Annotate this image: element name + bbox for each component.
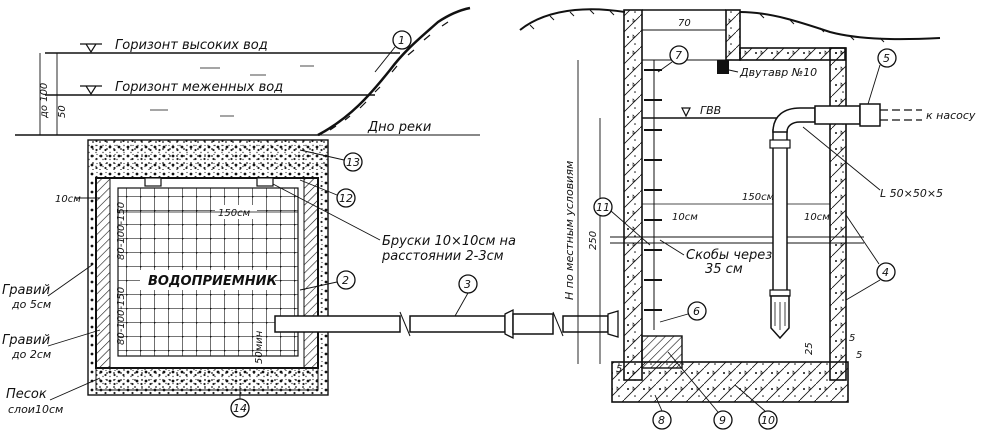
callout-8: 8: [658, 414, 665, 427]
callout-1: [392, 30, 412, 50]
callout-3: 3: [464, 278, 471, 291]
callout-2: 2: [342, 274, 349, 287]
ibeam: [717, 60, 729, 74]
pipe-elbow: [772, 107, 816, 133]
sand-label: Песок: [6, 387, 47, 402]
callout-11: 11: [596, 201, 610, 214]
intake-label: ВОДОПРИЕМНИК: [148, 274, 278, 289]
support-block: [641, 335, 683, 369]
river-bottom-label: Дно реки: [367, 120, 431, 135]
dim-10-a: 10см: [672, 212, 698, 223]
ground-surface-right: [739, 11, 941, 41]
callout-4: 4: [882, 266, 889, 279]
well-right-wall: [829, 47, 847, 381]
ladder-rungs: [644, 69, 662, 311]
pipe-flange: [504, 308, 514, 340]
gravel-2-sub: до 2см: [11, 348, 51, 361]
river-section: Горизонт высоких вод Горизонт меженных в…: [15, 6, 480, 137]
water-marker: [80, 43, 102, 54]
to-pump-label: к насосу: [926, 109, 976, 122]
pipe-seg-4: [562, 315, 609, 333]
dim-5-b: 5: [849, 333, 855, 344]
ibeam-label: Двутавр №10: [739, 66, 817, 79]
callout-5: 5: [883, 52, 890, 65]
callout-1-label: 1: [398, 34, 405, 47]
sand-sub: слои10см: [8, 403, 63, 416]
dim-10-b: 10см: [804, 212, 830, 223]
sand-layer: [95, 367, 319, 391]
bars-label: Бруски 10×10см на: [382, 234, 516, 249]
dim-10cm-left: 10см: [55, 194, 81, 205]
pipe-seg-2: [409, 315, 506, 333]
left-wall: [95, 177, 111, 369]
water-ripples: [150, 65, 314, 117]
well-section: ГВВ Двутавр №10 70 150см 10см 10см: [519, 8, 976, 430]
dim-50: 50: [57, 105, 68, 118]
dim-80-bottom: 80-100-150: [116, 287, 127, 345]
bars-label-2: расстоянии 2-3см: [381, 249, 504, 264]
outlet-pipe: [814, 105, 861, 125]
bar-block: [144, 177, 162, 187]
bank-texture: [329, 21, 449, 131]
callout-14: 14: [233, 402, 247, 415]
callout-10: 10: [761, 414, 775, 427]
angle-label: L 50×50×5: [880, 187, 943, 200]
brackets-sub: 35 см: [705, 262, 743, 277]
high-water-label: Горизонт высоких вод: [115, 38, 268, 53]
dim-25: 25: [804, 342, 815, 355]
well-top-wall: [725, 9, 741, 61]
callout-7: 7: [675, 49, 682, 62]
dim-150-right: 150см: [742, 192, 775, 203]
dim-5-a: 5: [616, 364, 622, 375]
low-water-label: Горизонт меженных вод: [115, 80, 283, 95]
top-layer: [88, 140, 328, 170]
dim-50-min: 50мин: [254, 330, 265, 364]
callout-6: 6: [693, 305, 700, 318]
dim-80-top: 80-100-150: [116, 202, 127, 260]
intake-pit: ВОДОПРИЕМНИК 150см 80-100-150 80-100-150…: [2, 139, 516, 418]
vertical-suction-pipe: [772, 129, 788, 296]
gravel-5-label: Гравий: [2, 283, 50, 298]
bar-block: [256, 177, 274, 187]
gravel-5-sub: до 5см: [11, 298, 51, 311]
pipe-seg-1: [274, 315, 401, 333]
dim-70: 70: [678, 18, 691, 29]
callout-13: 13: [346, 156, 360, 169]
suction-pipe: 3: [274, 274, 619, 340]
water-marker: [80, 85, 102, 96]
dim-up-to-100: до 100: [39, 83, 50, 119]
gravel-2-label: Гравий: [2, 333, 50, 348]
dim-5-c: 5: [856, 350, 862, 361]
h-local-label: H по местным условиям: [563, 161, 576, 300]
well-left-wall: [623, 9, 643, 381]
callout-9: 9: [719, 414, 726, 427]
pipe-seg-3: [512, 313, 554, 335]
dim-250: 250: [588, 231, 599, 250]
ground-surface: [519, 8, 626, 31]
intake-label-bg: [140, 270, 275, 290]
dim-150-left: 150см: [218, 208, 251, 219]
callout-12: 12: [339, 192, 353, 205]
river-bank: [317, 6, 471, 137]
gvv-label: ГВВ: [700, 104, 721, 117]
brackets-label: Скобы через: [686, 248, 772, 263]
